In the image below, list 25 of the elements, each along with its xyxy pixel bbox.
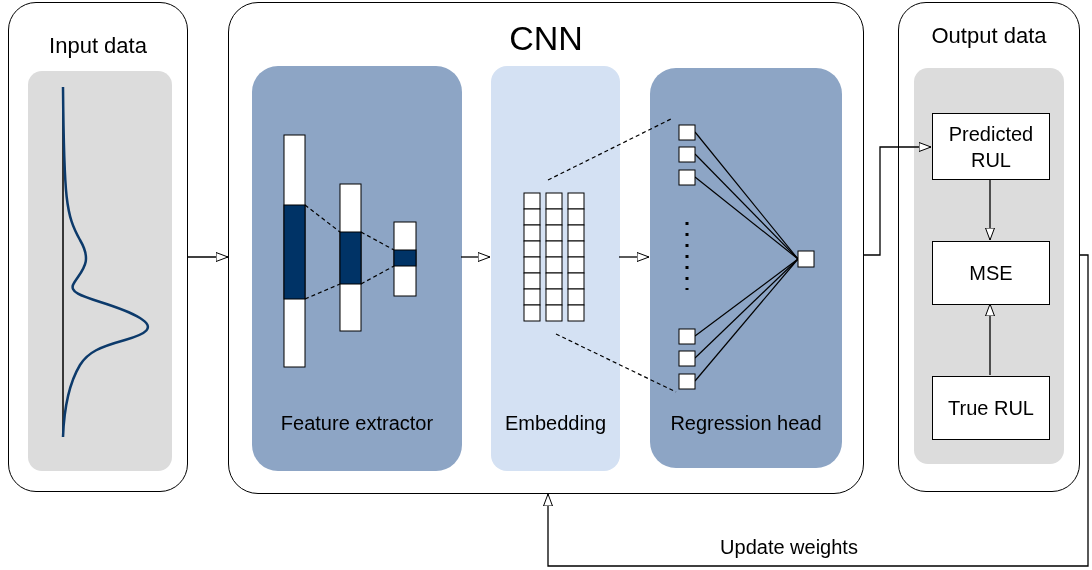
process-box [932, 241, 1050, 305]
node-label: Input data [49, 32, 147, 60]
arrow [985, 303, 995, 376]
node-label: MSE [969, 261, 1013, 286]
node-label: Predicted RUL [947, 121, 1035, 173]
process-box [932, 113, 1050, 180]
node-label: Feature extractor [280, 411, 434, 436]
cnn-panel [228, 2, 864, 494]
arrow [543, 254, 1089, 567]
arrow [460, 252, 491, 262]
node-label: Embedding [504, 411, 607, 436]
arrow [863, 142, 932, 256]
arrow [985, 178, 995, 241]
regression-head-block [650, 68, 842, 468]
node-label: True RUL [948, 396, 1034, 421]
node-label: Output data [931, 22, 1047, 50]
input-panel [8, 2, 188, 492]
arrow [618, 252, 650, 262]
output-background [914, 68, 1064, 464]
node-label: CNN [509, 18, 583, 59]
output-panel [898, 2, 1080, 492]
node-label: Regression head [670, 411, 822, 436]
process-box [932, 376, 1050, 440]
arrow [187, 252, 229, 262]
signal-background [28, 71, 172, 471]
